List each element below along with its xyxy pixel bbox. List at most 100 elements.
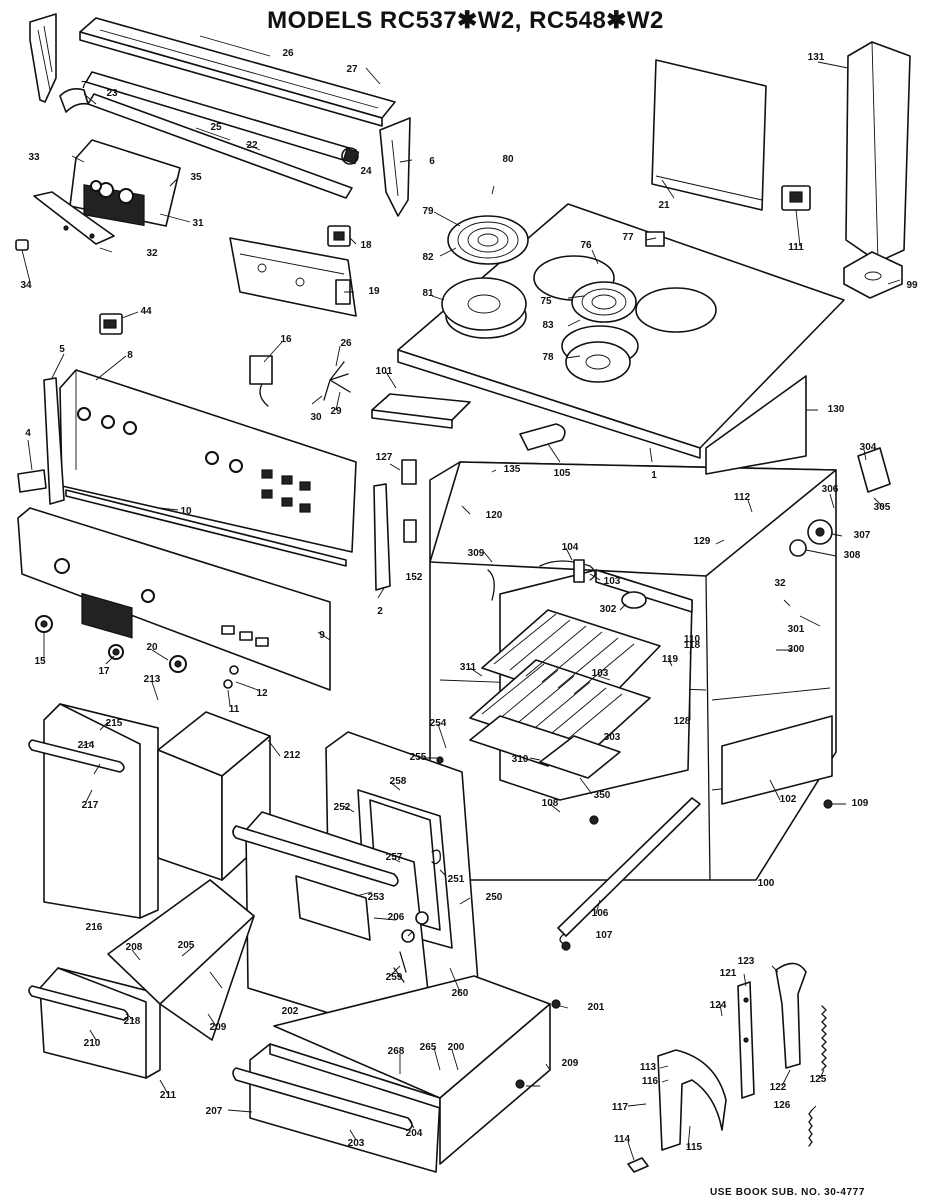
- callout-252[interactable]: 252: [333, 802, 351, 813]
- callout-16[interactable]: 16: [280, 334, 292, 345]
- callout-113[interactable]: 113: [639, 1062, 657, 1073]
- callout-135[interactable]: 135: [503, 464, 521, 475]
- callout-206[interactable]: 206: [387, 912, 405, 923]
- callout-122[interactable]: 122: [769, 1082, 787, 1093]
- callout-125[interactable]: 125: [809, 1074, 827, 1085]
- callout-255[interactable]: 255: [409, 752, 427, 763]
- callout-83[interactable]: 83: [542, 320, 554, 331]
- callout-30[interactable]: 30: [310, 412, 322, 423]
- callout-102[interactable]: 102: [779, 794, 797, 805]
- callout-76[interactable]: 76: [580, 240, 592, 251]
- callout-26[interactable]: 26: [282, 48, 294, 59]
- callout-215[interactable]: 215: [105, 718, 123, 729]
- callout-106[interactable]: 106: [591, 908, 609, 919]
- callout-33[interactable]: 33: [28, 152, 40, 163]
- callout-218[interactable]: 218: [123, 1016, 141, 1027]
- callout-1[interactable]: 1: [651, 470, 657, 481]
- callout-20[interactable]: 20: [146, 642, 158, 653]
- callout-130[interactable]: 130: [827, 404, 845, 415]
- callout-17[interactable]: 17: [98, 666, 110, 677]
- callout-308[interactable]: 308: [843, 550, 861, 561]
- callout-31[interactable]: 31: [192, 218, 204, 229]
- callout-126[interactable]: 126: [773, 1100, 791, 1111]
- callout-214[interactable]: 214: [77, 740, 95, 751]
- callout-5[interactable]: 5: [59, 344, 65, 355]
- callout-104[interactable]: 104: [561, 542, 579, 553]
- callout-253[interactable]: 253: [367, 892, 385, 903]
- callout-209[interactable]: 209: [209, 1022, 227, 1033]
- callout-7[interactable]: 7: [81, 80, 87, 91]
- callout-303[interactable]: 303: [603, 732, 621, 743]
- callout-208[interactable]: 208: [125, 942, 143, 953]
- callout-32b[interactable]: 32: [774, 578, 786, 589]
- callout-22[interactable]: 22: [246, 140, 258, 151]
- callout-111[interactable]: 111: [788, 242, 804, 253]
- callout-108[interactable]: 108: [541, 798, 559, 809]
- callout-216[interactable]: 216: [85, 922, 103, 933]
- callout-26b[interactable]: 26: [340, 338, 352, 349]
- callout-77[interactable]: 77: [622, 232, 634, 243]
- callout-152[interactable]: 152: [405, 572, 423, 583]
- callout-128[interactable]: 128: [673, 716, 691, 727]
- callout-350[interactable]: 350: [593, 790, 611, 801]
- callout-127[interactable]: 127: [375, 452, 393, 463]
- callout-2[interactable]: 2: [377, 606, 383, 617]
- callout-201[interactable]: 201: [587, 1002, 605, 1013]
- callout-109[interactable]: 109: [851, 798, 869, 809]
- callout-8[interactable]: 8: [127, 350, 133, 361]
- callout-23[interactable]: 23: [106, 88, 118, 99]
- callout-121[interactable]: 121: [719, 968, 737, 979]
- callout-6[interactable]: 6: [429, 156, 435, 167]
- callout-131[interactable]: 131: [807, 52, 825, 63]
- callout-29[interactable]: 29: [330, 406, 342, 417]
- callout-210[interactable]: 210: [83, 1038, 101, 1049]
- callout-212[interactable]: 212: [283, 750, 301, 761]
- callout-117[interactable]: 117: [611, 1102, 629, 1113]
- callout-307[interactable]: 307: [853, 530, 871, 541]
- callout-82[interactable]: 82: [422, 252, 434, 263]
- callout-44[interactable]: 44: [140, 306, 152, 317]
- callout-11[interactable]: 11: [228, 704, 240, 715]
- callout-301[interactable]: 301: [787, 624, 805, 635]
- callout-24[interactable]: 24: [360, 166, 372, 177]
- callout-306[interactable]: 306: [821, 484, 839, 495]
- callout-251[interactable]: 251: [447, 874, 465, 885]
- callout-105[interactable]: 105: [553, 468, 571, 479]
- callout-309[interactable]: 309: [467, 548, 485, 559]
- callout-203[interactable]: 203: [347, 1138, 365, 1149]
- callout-258[interactable]: 258: [389, 776, 407, 787]
- callout-123[interactable]: 123: [737, 956, 755, 967]
- callout-78[interactable]: 78: [542, 352, 554, 363]
- callout-213[interactable]: 213: [143, 674, 161, 685]
- callout-32[interactable]: 32: [146, 248, 158, 259]
- callout-21[interactable]: 21: [658, 200, 670, 211]
- callout-114[interactable]: 114: [613, 1134, 631, 1145]
- callout-19[interactable]: 19: [368, 286, 380, 297]
- callout-34[interactable]: 34: [20, 280, 32, 291]
- callout-217[interactable]: 217: [81, 800, 99, 811]
- callout-27[interactable]: 27: [346, 64, 358, 75]
- callout-268[interactable]: 268: [387, 1046, 405, 1057]
- callout-115[interactable]: 115: [685, 1142, 703, 1153]
- callout-129[interactable]: 129: [693, 536, 711, 547]
- callout-300[interactable]: 300: [787, 644, 805, 655]
- callout-204[interactable]: 204: [405, 1128, 423, 1139]
- callout-79[interactable]: 79: [422, 206, 434, 217]
- callout-202[interactable]: 202: [281, 1006, 299, 1017]
- callout-118[interactable]: 118: [683, 640, 701, 651]
- callout-250[interactable]: 250: [485, 892, 503, 903]
- callout-103b[interactable]: 103: [591, 668, 609, 679]
- callout-265[interactable]: 265: [419, 1042, 437, 1053]
- callout-200[interactable]: 200: [447, 1042, 465, 1053]
- callout-15[interactable]: 15: [34, 656, 46, 667]
- callout-81[interactable]: 81: [422, 288, 434, 299]
- callout-12[interactable]: 12: [256, 688, 268, 699]
- callout-205[interactable]: 205: [177, 940, 195, 951]
- callout-80[interactable]: 80: [502, 154, 514, 165]
- callout-25[interactable]: 25: [210, 122, 222, 133]
- callout-18[interactable]: 18: [360, 240, 372, 251]
- callout-119[interactable]: 119: [661, 654, 679, 665]
- callout-310[interactable]: 310: [511, 754, 529, 765]
- callout-311[interactable]: 311: [459, 662, 477, 673]
- callout-103[interactable]: 103: [603, 576, 621, 587]
